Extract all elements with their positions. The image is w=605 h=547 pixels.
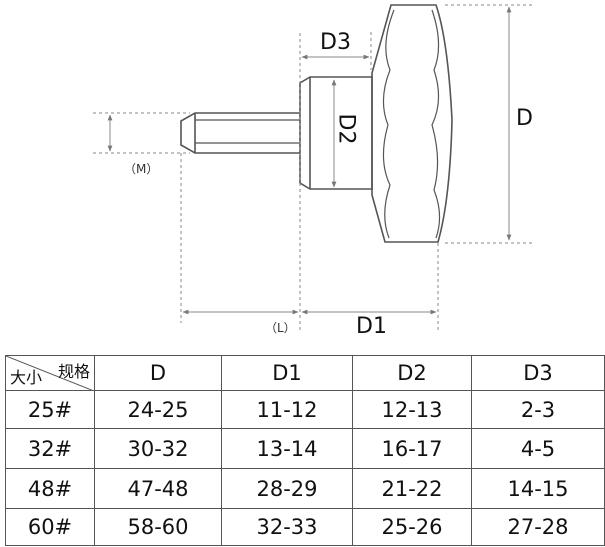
value-cell: 12-13 [352,390,472,429]
dimension-label-l: （L） [265,321,296,335]
dimension-label-d: D [516,106,533,131]
threaded-shaft [180,112,300,154]
dimension-label-d2: D2 [333,113,359,145]
value-cell: 14-15 [471,468,605,509]
corner-header-cell: 规格 大小 [5,355,95,391]
extension-lines [93,4,533,330]
column-header: D1 [221,355,353,391]
value-cell: 47-48 [94,468,222,509]
value-cell: 27-28 [471,508,605,546]
value-cell: 28-29 [221,468,353,509]
dimension-label-m: （M） [124,162,159,176]
dimension-label-d1: D1 [356,314,387,339]
value-cell: 2-3 [471,390,605,429]
size-spec-table: 规格 大小 D D1 D2 D3 25# 24-25 11-12 12-13 2… [5,355,605,546]
size-cell: 25# [5,390,95,429]
column-header: D3 [471,355,605,391]
table-row: 32# 30-32 13-14 16-17 4-5 [5,428,605,469]
handle-grip-left [382,9,395,239]
size-cell: 48# [5,468,95,509]
value-cell: 4-5 [471,428,605,469]
table-row: 25# 24-25 11-12 12-13 2-3 [5,390,605,429]
corner-size-label: 大小 [10,368,43,387]
size-cell: 60# [5,508,95,546]
column-header: D2 [352,355,472,391]
value-cell: 13-14 [221,428,353,469]
table-row: 48# 47-48 28-29 21-22 14-15 [5,468,605,509]
dimension-arrows [107,6,512,315]
value-cell: 25-26 [352,508,472,546]
value-cell: 24-25 [94,390,222,429]
value-cell: 58-60 [94,508,222,546]
value-cell: 21-22 [352,468,472,509]
table-row: 60# 58-60 32-33 25-26 27-28 [5,508,605,546]
value-cell: 11-12 [221,390,353,429]
handle [371,4,453,243]
value-cell: 30-32 [94,428,222,469]
value-cell: 16-17 [352,428,472,469]
size-cell: 32# [5,428,95,469]
dimension-label-d3: D3 [320,30,351,55]
knob-technical-drawing [93,4,533,330]
handle-grip-right [431,9,441,239]
diagonal-divider [6,356,94,391]
corner-spec-label: 规格 [57,362,90,381]
value-cell: 32-33 [221,508,353,546]
part-outline [180,4,453,243]
column-header: D [94,355,222,391]
table-header-row: 规格 大小 D D1 D2 D3 [5,355,605,391]
